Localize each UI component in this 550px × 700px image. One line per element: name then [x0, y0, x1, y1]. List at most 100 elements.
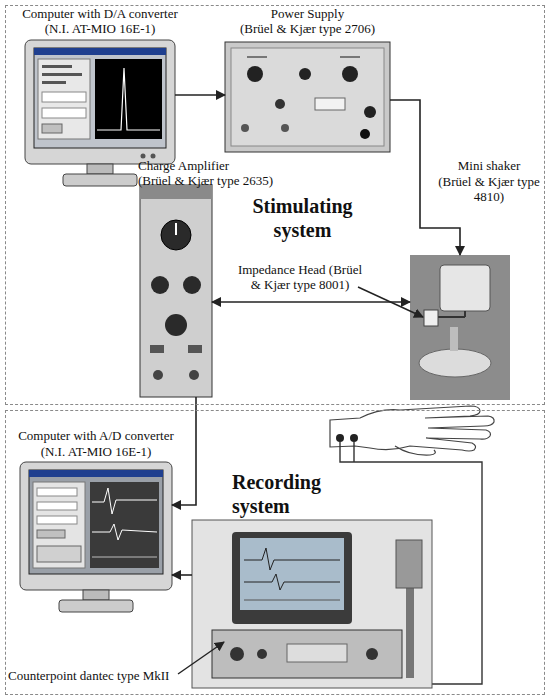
emg-device [230, 647, 244, 661]
computer-monitor [37, 488, 77, 496]
charge-amplifier [161, 220, 191, 250]
device-caption: Computer with A/D converter [6, 428, 186, 443]
device-caption: (Brüel & Kjær type 2706) [215, 21, 400, 36]
mini-shaker [440, 265, 490, 311]
charge-amplifier [140, 185, 212, 397]
computer-monitor [42, 108, 86, 118]
mini-shaker [438, 316, 465, 318]
device-caption: (Brüel & Kjær type 2635) [138, 173, 278, 188]
device-caption: Computer with D/A converter [10, 6, 190, 21]
device-caption: (Brüel & Kjær type 4810) [434, 174, 544, 204]
mini-shaker [410, 255, 510, 400]
callout-label: Impedance Head (Brüel & Kjær type 8001) [234, 262, 366, 292]
device-box: Charge Amplifier(Brüel & Kjær type 2635) [140, 185, 212, 397]
computer-monitor [92, 557, 157, 558]
power-supply [225, 42, 390, 152]
computer-monitor [141, 154, 146, 159]
power-supply [299, 68, 311, 80]
computer-monitor [37, 502, 77, 510]
power-supply [281, 124, 289, 132]
computer-monitor [37, 516, 77, 524]
region-title: Recording system [232, 470, 342, 518]
power-supply [241, 124, 249, 132]
computer-monitor [97, 68, 160, 130]
computer-monitor [63, 174, 137, 186]
charge-amplifier [175, 223, 177, 235]
emg-device [257, 649, 267, 659]
device-caption: (N.I. AT-MIO 16E-1) [6, 444, 186, 459]
computer-monitor [151, 154, 156, 159]
emg-device [366, 648, 378, 660]
signal-arrow [172, 574, 192, 576]
emg-device [212, 630, 402, 678]
hand [350, 434, 358, 442]
computer-monitor [87, 164, 113, 174]
power-supply [231, 48, 384, 146]
emg-device [244, 600, 340, 601]
charge-amplifier [188, 345, 202, 353]
signal-arrow [212, 301, 410, 303]
computer-monitor [83, 590, 109, 600]
system-region: Stimulating system Computer with D/A conv… [5, 5, 545, 405]
hand [336, 434, 344, 442]
computer-monitor [20, 462, 172, 590]
charge-amplifier [151, 276, 169, 294]
power-supply [364, 106, 376, 118]
power-supply [315, 98, 345, 110]
mini-shaker [410, 255, 510, 400]
device-box: Mini shaker(Brüel & Kjær type 4810) [410, 255, 510, 400]
device-box: Power Supply(Brüel & Kjær type 2706) [225, 42, 390, 152]
computer-monitor [34, 48, 166, 148]
emg-device [396, 540, 422, 588]
charge-amplifier [183, 276, 201, 294]
device-caption: Mini shaker [434, 158, 544, 173]
computer-monitor [42, 81, 66, 84]
power-supply [225, 42, 390, 152]
system-region: Recording system Computer with A/D conver… [5, 410, 545, 695]
hand [395, 446, 435, 455]
device-box: Computer with A/D converter(N.I. AT-MIO … [20, 462, 172, 617]
power-supply [247, 56, 267, 58]
computer-monitor [92, 524, 157, 540]
emg-device [287, 644, 347, 662]
computer-monitor [92, 488, 157, 514]
computer-monitor [37, 546, 81, 562]
charge-amplifier [153, 370, 163, 380]
computer-monitor [42, 92, 86, 102]
computer-monitor [25, 40, 175, 164]
computer-monitor [95, 59, 162, 139]
power-supply [340, 56, 360, 58]
signal-arrow [172, 397, 196, 505]
computer-monitor [42, 124, 62, 133]
computer-monitor [59, 600, 133, 612]
emg-device [232, 532, 352, 624]
computer-monitor [20, 462, 172, 612]
computer-monitor [38, 59, 90, 139]
computer-monitor [42, 65, 72, 68]
power-supply [275, 99, 285, 109]
emg-device [192, 520, 432, 688]
emg-device [244, 548, 340, 570]
computer-monitor [29, 470, 163, 574]
power-supply [360, 129, 370, 139]
signal-arrow [175, 94, 225, 96]
device-caption: Charge Amplifier [138, 158, 278, 173]
computer-monitor [42, 73, 82, 76]
charge-amplifier [150, 345, 164, 353]
device-box: Counterpoint dantec type MkII [192, 520, 432, 688]
device-caption: (N.I. AT-MIO 16E-1) [10, 21, 190, 36]
computer-monitor [37, 530, 65, 538]
charge-amplifier [189, 370, 199, 380]
emg-device [244, 574, 340, 590]
charge-amplifier [165, 314, 187, 336]
computer-monitor [34, 48, 166, 55]
emg-device [192, 520, 432, 688]
computer-monitor [29, 470, 163, 477]
region-title: Stimulating system [245, 194, 360, 242]
power-supply [342, 66, 358, 82]
mini-shaker [450, 327, 458, 351]
device-caption: Counterpoint dantec type MkII [8, 668, 188, 683]
